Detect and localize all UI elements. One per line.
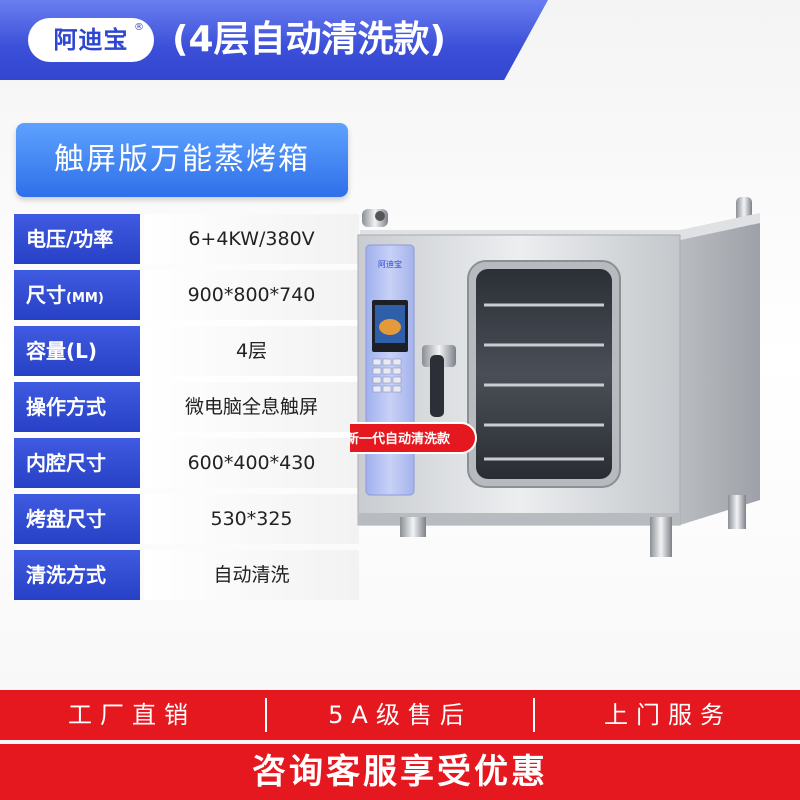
auto-clean-badge-text: 新一代自动清洗款 [350,431,451,447]
oven-illustration: 阿迪宝 新一代自动清洗款 [350,197,760,557]
spec-label: 烤盘尺寸 [14,494,140,544]
spec-label: 电压/功率 [14,214,140,264]
divider [265,698,267,732]
spec-label: 操作方式 [14,382,140,432]
spec-value: 自动清洗 [144,550,359,600]
cta-banner[interactable]: 咨询客服享受优惠 [0,744,800,800]
header-banner: 阿迪宝 ® (4层自动清洗款) [0,0,548,80]
keypad [372,358,402,393]
brand-logo[interactable]: 阿迪宝 ® [28,18,154,62]
spec-value: 600*400*430 [144,438,359,488]
spec-row: 尺寸(MM) 900*800*740 [14,270,359,320]
spec-label: 内腔尺寸 [14,438,140,488]
panel-brand-label: 阿迪宝 [378,259,402,269]
oven-legs [400,495,746,557]
spec-value: 900*800*740 [144,270,359,320]
spec-value: 4层 [144,326,359,376]
service-bar: 工厂直销 5A级售后 上门服务 [0,690,800,740]
divider [533,698,535,732]
spec-row: 清洗方式 自动清洗 [14,550,359,600]
service-factory-direct: 工厂直销 [68,701,196,729]
service-onsite: 上门服务 [604,701,732,729]
oven-base [358,513,680,525]
oven-top [360,213,760,240]
cta-text: 咨询客服享受优惠 [252,752,548,792]
oven-side [680,223,760,525]
spec-row: 操作方式 微电脑全息触屏 [14,382,359,432]
spec-row: 容量(L) 4层 [14,326,359,376]
registered-trademark-icon: ® [134,22,144,33]
spec-value: 微电脑全息触屏 [144,382,359,432]
oven-racks [484,303,604,461]
exhaust-pipe-left [362,209,388,227]
spec-value: 530*325 [144,494,359,544]
service-after-sales: 5A级售后 [328,701,472,729]
product-type-label: 触屏版万能蒸烤箱 [54,142,310,177]
spec-row: 内腔尺寸 600*400*430 [14,438,359,488]
spec-label: 容量(L) [14,326,140,376]
control-panel: 阿迪宝 [365,244,415,496]
spec-table: 电压/功率 6+4KW/380V 尺寸(MM) 900*800*740 容量(L… [14,214,359,606]
spec-unit: (MM) [66,291,104,306]
product-type-banner: 触屏版万能蒸烤箱 [16,123,348,197]
spec-row: 电压/功率 6+4KW/380V [14,214,359,264]
page-title: (4层自动清洗款) [172,19,446,60]
brand-name: 阿迪宝 [53,26,129,54]
auto-clean-badge: 新一代自动清洗款 [350,422,477,454]
door-handle[interactable] [422,345,456,417]
spec-value: 6+4KW/380V [144,214,359,264]
spec-label: 尺寸(MM) [14,270,140,320]
door-window [467,260,621,488]
spec-label: 清洗方式 [14,550,140,600]
spec-row: 烤盘尺寸 530*325 [14,494,359,544]
